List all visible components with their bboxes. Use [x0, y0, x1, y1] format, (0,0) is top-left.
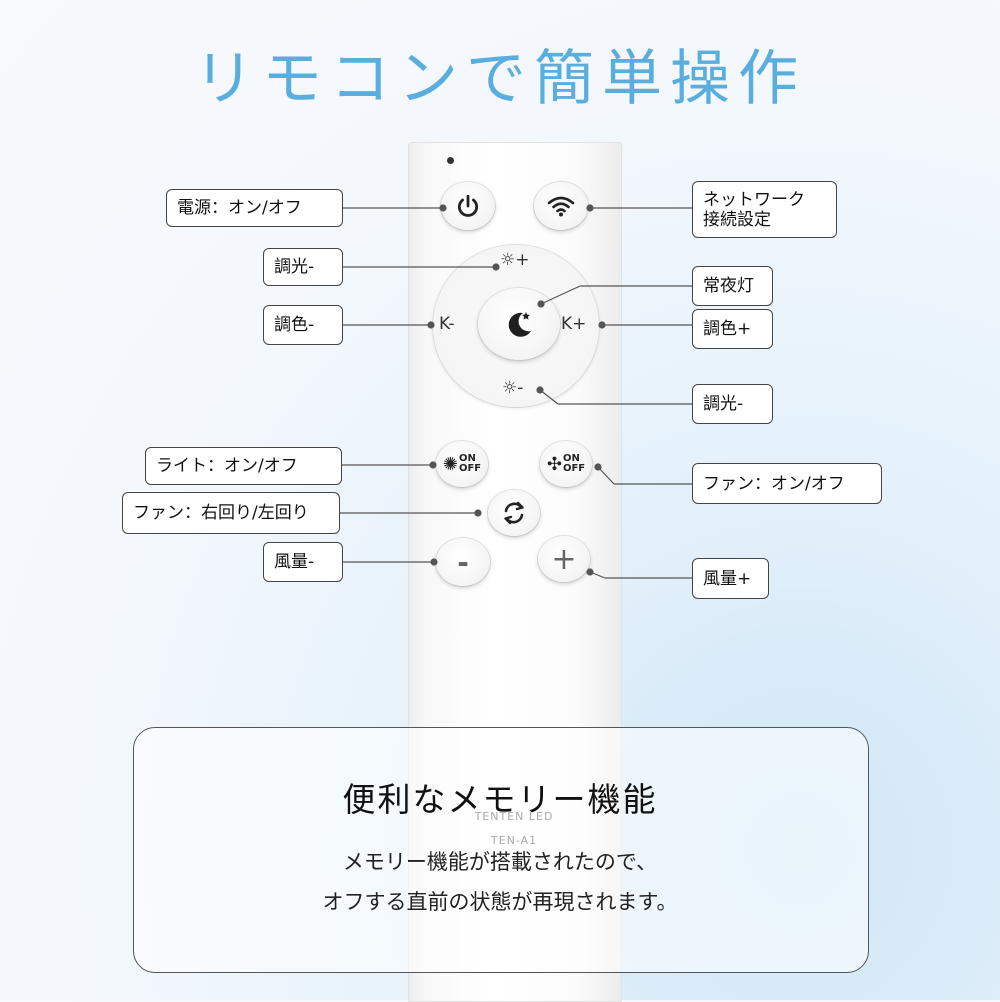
fan-rotation-button[interactable]	[488, 490, 540, 536]
color-plus-button[interactable]: K+	[561, 314, 587, 334]
wifi-icon	[547, 196, 575, 217]
network-button[interactable]	[534, 182, 588, 230]
on-label: ON	[562, 453, 580, 464]
callout-network-line1: ネットワーク	[703, 189, 805, 210]
callout-light-onoff: ライト：オン/オフ	[145, 447, 342, 485]
indicator-led	[447, 157, 454, 164]
rotate-icon	[504, 501, 524, 525]
memory-title: 便利なメモリー機能	[342, 780, 658, 819]
callout-color-minus: 調色-	[263, 305, 343, 345]
on-label: ON	[458, 453, 476, 464]
callout-network-line2: 接続設定	[703, 209, 771, 230]
memory-panel	[133, 727, 869, 973]
power-icon	[457, 194, 479, 217]
color-minus-button[interactable]: K-	[439, 314, 455, 334]
callout-fan-rotation: ファン：右回り/左回り	[122, 492, 340, 534]
fan-icon: ✣	[546, 453, 562, 475]
moon-star-icon	[508, 312, 531, 337]
wind-minus-button[interactable]: -	[436, 538, 490, 586]
light-icon: ✺	[442, 453, 458, 475]
off-label: OFF	[458, 463, 482, 474]
callout-wind-plus: 風量+	[692, 558, 769, 599]
brightness-up-button[interactable]: ☼+	[500, 250, 530, 270]
plus-icon: +	[551, 541, 577, 577]
page-title: リモコンで簡単操作	[194, 44, 806, 114]
callout-dim-minus-bottom: 調光-	[692, 384, 773, 424]
off-label: OFF	[562, 463, 586, 474]
callout-color-plus: 調色+	[692, 309, 773, 349]
callout-fan-onoff: ファン：オン/オフ	[692, 463, 882, 504]
brightness-down-button[interactable]: ☼-	[502, 378, 524, 398]
callout-night-light: 常夜灯	[692, 266, 773, 306]
remote-model: TEN-A1	[490, 834, 538, 847]
callout-network: ネットワーク 接続設定	[692, 181, 837, 238]
power-button[interactable]	[441, 182, 495, 230]
callout-dim-minus-top: 調光-	[263, 248, 343, 286]
memory-line2: オフする直前の状態が再現されます。	[322, 890, 678, 914]
minus-icon: -	[457, 545, 469, 579]
callout-wind-minus: 風量-	[263, 542, 343, 582]
wind-plus-button[interactable]: +	[538, 536, 590, 582]
callout-power: 電源：オン/オフ	[166, 189, 343, 227]
memory-line1: メモリー機能が搭載されたので、	[342, 850, 658, 874]
night-light-button[interactable]	[478, 288, 560, 360]
remote-brand: TENTEN LED	[474, 810, 554, 823]
